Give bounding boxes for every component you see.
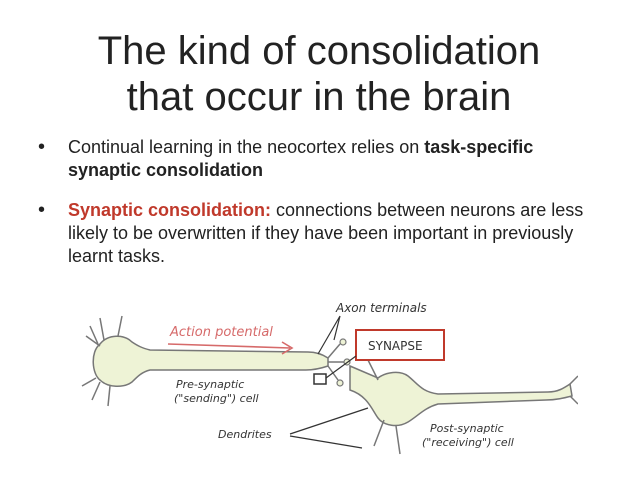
- synapse-label: SYNAPSE: [368, 339, 423, 353]
- postsynaptic-label-line-1: Post-synaptic: [430, 422, 504, 435]
- synapse-connector-line: [325, 355, 357, 379]
- presynaptic-label-line-2: ("sending") cell: [174, 392, 259, 405]
- bullet-bold-text: task-specific synaptic consolidation: [68, 137, 534, 180]
- postsynaptic-neuron: [349, 355, 578, 455]
- synapse-label-box: [355, 329, 445, 361]
- synapse-marker-box: [313, 373, 327, 385]
- slide-title-line-1: The kind of consolidation: [97, 29, 541, 73]
- axon-terminals-arrow: [317, 315, 341, 355]
- dendrites-label: Dendrites: [218, 428, 272, 441]
- slide-title: The kind of consolidation that occur in …: [0, 28, 638, 120]
- bullet-item-continual-learning: Continual learning in the neocortex reli…: [38, 136, 598, 182]
- slide-title-line-2: that occur in the brain: [126, 75, 512, 119]
- postsynaptic-label-line-2: ("receiving") cell: [422, 436, 514, 449]
- axon-terminals-label: Axon terminals: [335, 301, 427, 315]
- neuron-synapse-diagram: Action potential Axon terminals SYNAPSE …: [81, 301, 578, 455]
- bullet-highlight-text: Synaptic consolidation:: [68, 200, 272, 220]
- bullet-text: connections between neurons are less lik…: [68, 200, 584, 266]
- presynaptic-neuron: [81, 315, 351, 407]
- presynaptic-label-line-1: Pre-synaptic: [176, 378, 244, 391]
- dendrites-arrow: [289, 407, 369, 449]
- bullet-text: Continual learning in the neocortex reli…: [68, 137, 425, 157]
- action-potential-label: Action potential: [169, 325, 273, 340]
- action-potential-arrow: [167, 341, 294, 355]
- bullet-item-synaptic-consolidation: Synaptic consolidation: connections betw…: [38, 199, 598, 268]
- bullet-list: Continual learning in the neocortex reli…: [38, 136, 598, 285]
